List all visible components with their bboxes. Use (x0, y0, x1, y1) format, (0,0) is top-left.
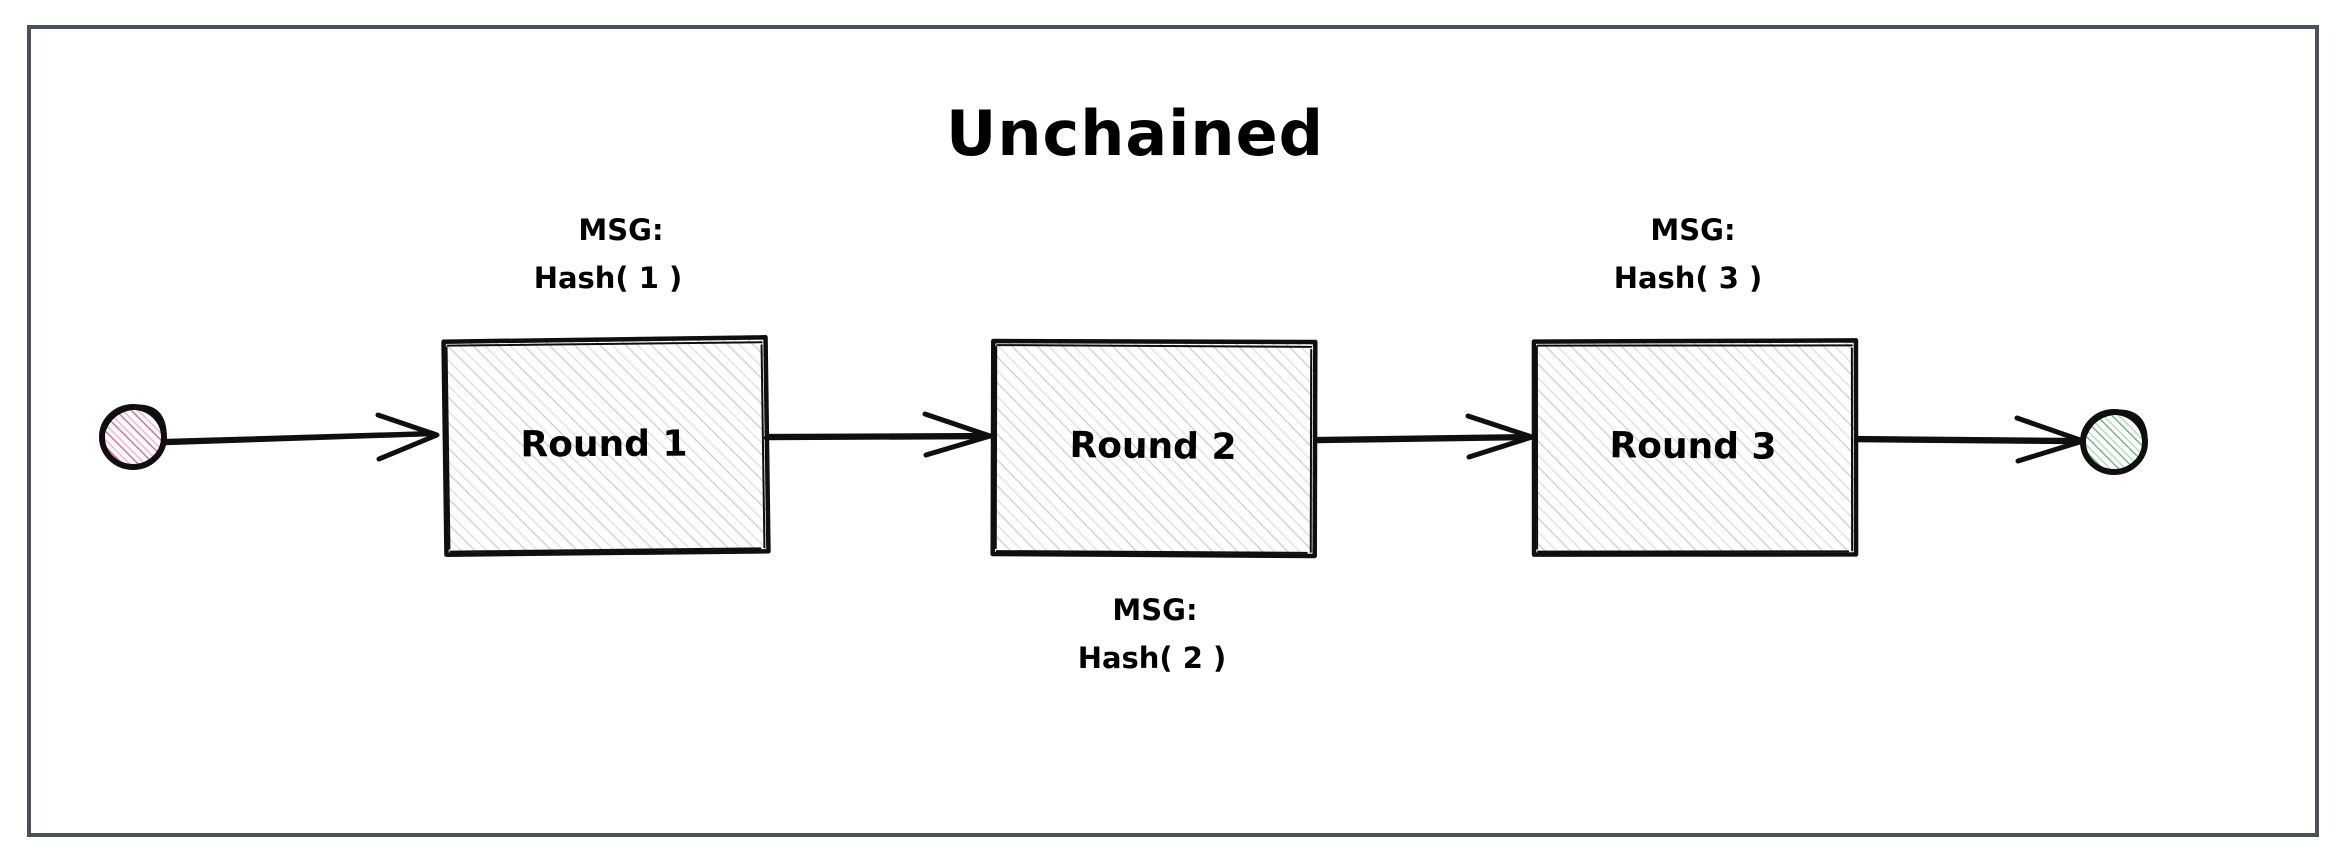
round-3-border (1531, 338, 1859, 557)
arrowhead-icon (922, 411, 993, 458)
edge-round-1-to-round-2 (763, 411, 993, 458)
annotation-msg-3-line1: MSG: (1650, 213, 1735, 247)
annotation-msg-3: MSG: Hash( 3 ) (1614, 213, 1763, 295)
start-circle-sketch-stroke (101, 404, 167, 433)
edge-line (1853, 437, 2082, 445)
annotation-msg-3-line2: Hash( 3 ) (1614, 261, 1763, 295)
node-round-1[interactable]: Round 1 (441, 335, 771, 557)
edge-line-sketch (1315, 433, 1530, 440)
round-3-border-sketch (1535, 344, 1854, 553)
edge-line (162, 431, 435, 446)
annotation-msg-1-line1: MSG: (578, 213, 663, 247)
node-end[interactable] (2080, 409, 2148, 475)
annotation-msg-2-line2: Hash( 2 ) (1078, 641, 1227, 675)
annotation-msg-1-line2: Hash( 1 ) (534, 261, 683, 295)
annotation-msg-2-line1: MSG: (1112, 593, 1197, 627)
node-start[interactable] (99, 404, 167, 470)
round-1-border (441, 335, 771, 557)
node-round-2[interactable]: Round 2 (990, 338, 1318, 559)
round-1-fill (443, 339, 767, 554)
round-2-fill (990, 340, 1316, 557)
edge-line (1313, 435, 1531, 444)
edge-line (763, 434, 989, 441)
edge-line-sketch (162, 430, 435, 442)
round-2-border-sketch (994, 344, 1313, 554)
round-3-fill (1532, 340, 1856, 557)
annotation-msg-1: MSG: Hash( 1 ) (534, 213, 683, 295)
arrowhead-icon (375, 412, 440, 462)
edge-line-sketch (1855, 435, 2081, 441)
annotation-msg-2: MSG: Hash( 2 ) (1078, 593, 1227, 675)
round-2-label: Round 2 (1069, 425, 1237, 468)
edge-line-sketch (765, 432, 988, 437)
round-2-border (990, 338, 1318, 559)
edge-start-to-round-1 (162, 412, 440, 462)
node-round-3[interactable]: Round 3 (1531, 338, 1859, 558)
round-1-border-sketch (445, 341, 766, 553)
diagram-title: Unchained (946, 97, 1324, 170)
end-circle-sketch-stroke (2082, 409, 2148, 438)
round-3-label: Round 3 (1609, 425, 1776, 467)
round-1-label: Round 1 (520, 424, 687, 466)
